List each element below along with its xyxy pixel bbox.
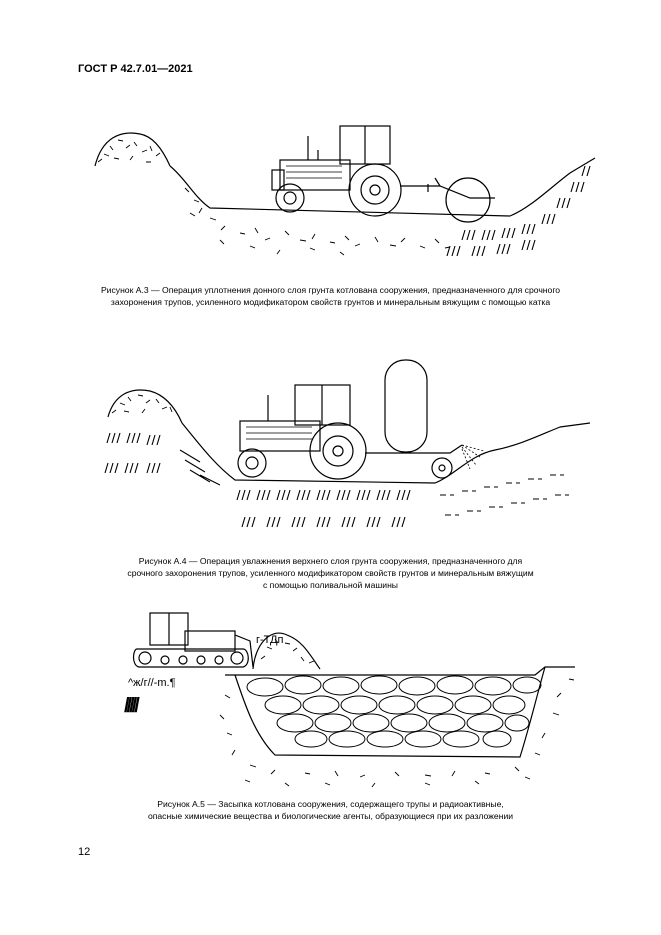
- figure-a5-label-top: г-ТДп: [256, 634, 284, 646]
- document-header: ГОСТ Р 42.7.01—2021: [78, 63, 193, 75]
- figure-a4-drawing: [104, 359, 591, 528]
- caption-line: Рисунок А.3 — Операция уплотнения донног…: [100, 285, 561, 295]
- figure-a5-label-hatch: /////: [124, 695, 140, 717]
- caption-line: срочного захоронения трупов, усиленного …: [127, 568, 534, 578]
- figure-a5-label-middle: ^ж/г//-m.¶: [128, 677, 176, 689]
- caption-line: Рисунок А.4 — Операция увлажнения верхне…: [138, 556, 523, 566]
- caption-line: опасные химические вещества и биологичес…: [147, 811, 514, 821]
- caption-line: захоронения трупов, усиленного модификат…: [110, 297, 551, 307]
- figure-a5-caption: Рисунок А.5 — Засыпка котлована сооружен…: [40, 798, 621, 822]
- figure-a3-drawing: [94, 125, 596, 257]
- figure-a3-caption: Рисунок А.3 — Операция уплотнения донног…: [40, 284, 621, 308]
- caption-line: Рисунок А.5 — Засыпка котлована сооружен…: [157, 799, 504, 809]
- figure-a5-drawing: [132, 612, 575, 788]
- caption-line: с помощью поливальной машины: [262, 580, 398, 590]
- figure-a4-caption: Рисунок А.4 — Операция увлажнения верхне…: [40, 555, 621, 591]
- page-number: 12: [78, 846, 91, 858]
